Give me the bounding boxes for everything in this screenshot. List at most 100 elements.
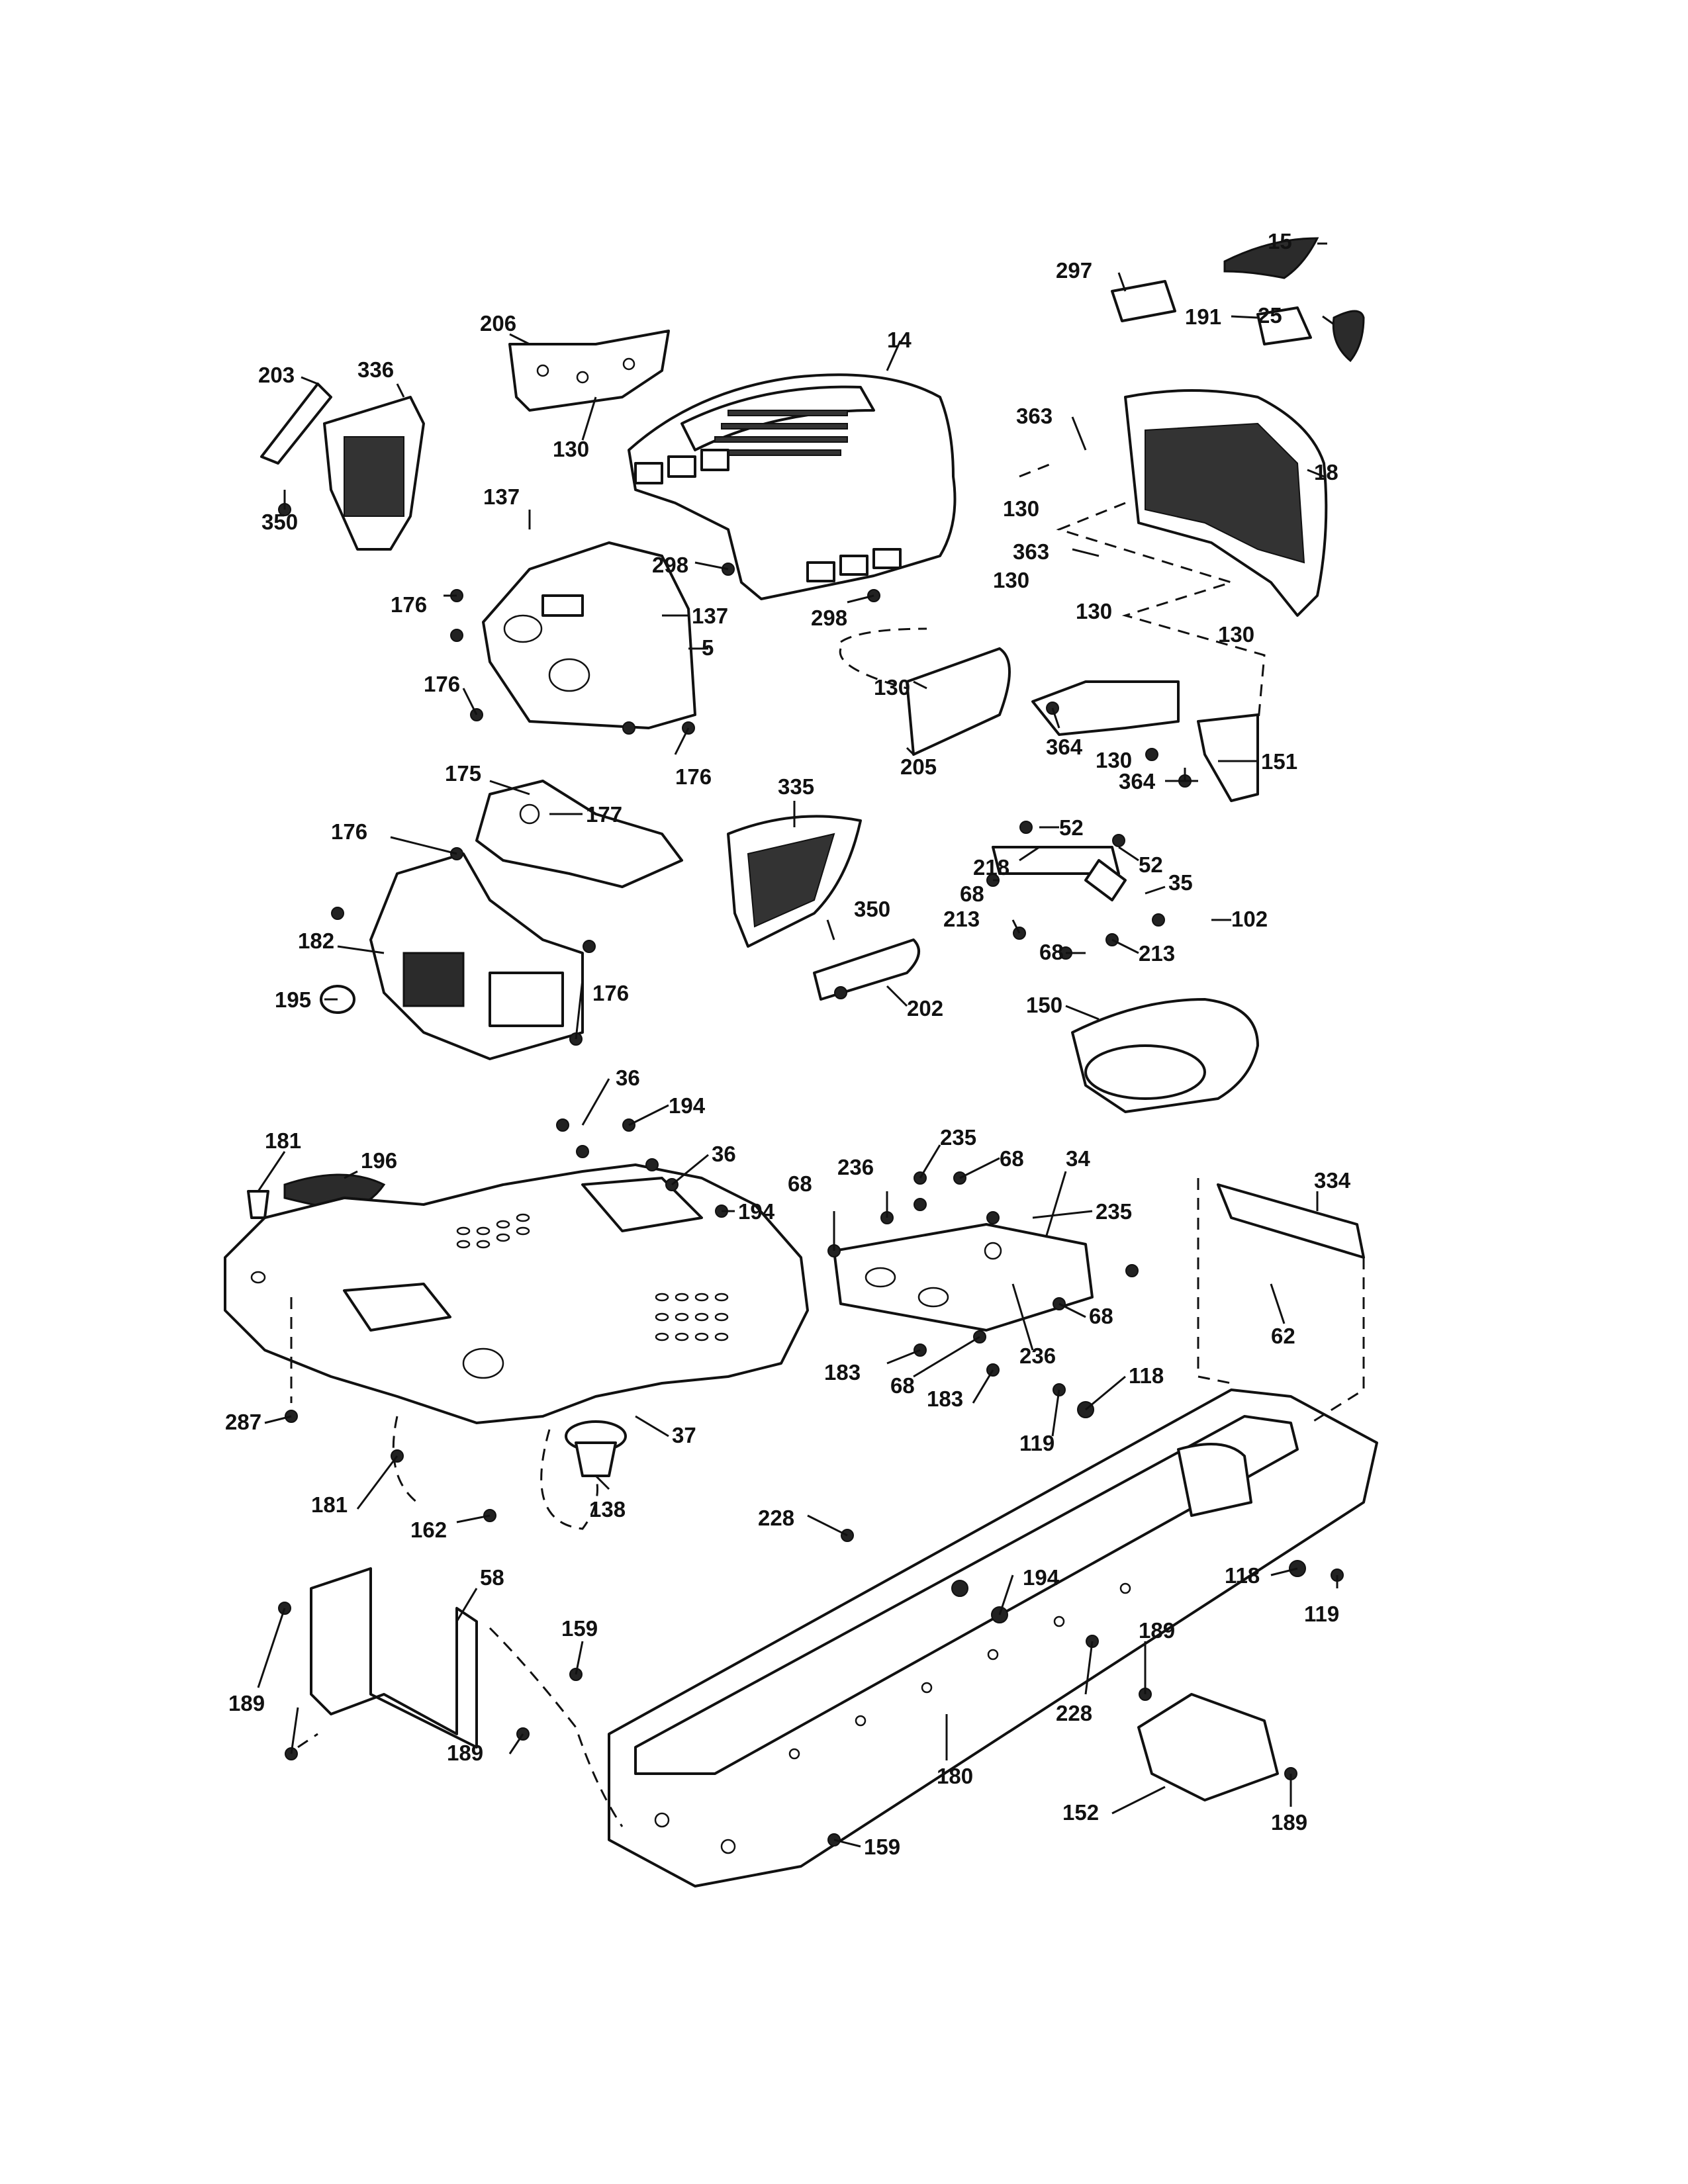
callout-119-lower: 119 xyxy=(1304,1602,1339,1626)
callout-5: 5 xyxy=(702,635,714,660)
callout-183-left: 183 xyxy=(824,1360,861,1385)
callout-176-dash-left: 176 xyxy=(391,592,427,617)
callout-118-lower: 118 xyxy=(1225,1563,1260,1588)
callout-194-frame: 194 xyxy=(1023,1565,1060,1590)
callout-25: 25 xyxy=(1258,303,1282,328)
callout-194-upper: 194 xyxy=(669,1093,706,1118)
callout-334: 334 xyxy=(1314,1168,1351,1193)
callout-159-lower: 159 xyxy=(864,1835,900,1859)
callout-298-right: 298 xyxy=(811,606,847,630)
callout-labels: 15 297 25 191 206 14 203 336 363 130 18 … xyxy=(225,229,1351,1859)
callout-130-grille-left: 130 xyxy=(1003,496,1039,521)
callout-176-dash-mid: 176 xyxy=(424,672,460,696)
callout-236-lower: 236 xyxy=(1019,1343,1056,1368)
callout-335: 335 xyxy=(778,774,814,799)
part-37-fender xyxy=(224,1163,809,1424)
part-175-bracket xyxy=(475,780,683,888)
callout-350-grille: 350 xyxy=(854,897,890,921)
callout-58: 58 xyxy=(480,1565,504,1590)
part-202 xyxy=(813,938,920,1001)
callout-189-left: 189 xyxy=(228,1691,265,1715)
callout-152: 152 xyxy=(1062,1800,1099,1825)
callout-130-bracket: 130 xyxy=(553,437,589,461)
part-5-dash xyxy=(482,541,696,729)
callout-189-bracket: 189 xyxy=(447,1741,483,1765)
callout-287: 287 xyxy=(225,1410,261,1434)
callout-298-left: 298 xyxy=(652,553,688,577)
callout-34: 34 xyxy=(1066,1146,1090,1171)
callout-191: 191 xyxy=(1185,304,1221,329)
callout-36-lower: 36 xyxy=(712,1142,736,1166)
part-152-shield xyxy=(1137,1693,1279,1801)
callout-159-upper: 159 xyxy=(561,1616,598,1641)
callout-102: 102 xyxy=(1231,907,1268,931)
callout-176-fascia-top: 176 xyxy=(331,819,367,844)
part-191 xyxy=(1256,306,1312,345)
callout-130-grille-bottom: 130 xyxy=(1076,599,1112,623)
callout-363-upper: 363 xyxy=(1016,404,1053,428)
leader-lines xyxy=(257,242,1338,1848)
callout-138: 138 xyxy=(589,1497,626,1522)
callout-18: 18 xyxy=(1314,460,1338,484)
callout-182: 182 xyxy=(298,929,334,953)
part-150-cover xyxy=(1071,998,1259,1113)
part-205 xyxy=(906,647,1011,756)
callout-218: 218 xyxy=(973,855,1009,880)
part-181-grommet xyxy=(247,1190,269,1219)
callout-180: 180 xyxy=(937,1764,973,1788)
part-203 xyxy=(260,383,332,465)
callout-181-bottom: 181 xyxy=(311,1492,348,1517)
part-206-bracket xyxy=(508,330,670,412)
part-138-boot xyxy=(565,1420,627,1477)
callout-68-plate-left: 68 xyxy=(788,1171,812,1196)
callout-119-upper: 119 xyxy=(1019,1431,1055,1455)
callout-196: 196 xyxy=(361,1148,397,1173)
callout-228-left: 228 xyxy=(758,1506,794,1530)
callout-62: 62 xyxy=(1271,1324,1295,1348)
callout-175: 175 xyxy=(445,761,481,786)
callout-236-upper: 236 xyxy=(837,1155,874,1179)
callout-37: 37 xyxy=(672,1423,696,1447)
callout-36-upper: 36 xyxy=(616,1066,640,1090)
callout-176-dash-bottom: 176 xyxy=(675,764,712,789)
callout-68-bar-left: 68 xyxy=(960,882,984,906)
callout-68-bar-bottom: 68 xyxy=(1039,940,1064,964)
callout-350-side: 350 xyxy=(261,510,298,534)
callout-183-right: 183 xyxy=(927,1387,963,1411)
part-336-side-panel xyxy=(323,396,425,551)
part-58-bracket xyxy=(310,1567,478,1749)
callout-130-grille-right: 130 xyxy=(1218,622,1254,647)
callout-68-plate-right: 68 xyxy=(1089,1304,1113,1328)
callout-137-right: 137 xyxy=(692,604,728,628)
part-182-fascia xyxy=(369,852,584,1060)
callout-213-right: 213 xyxy=(1139,941,1175,966)
callout-150: 150 xyxy=(1026,993,1062,1017)
callout-177: 177 xyxy=(586,802,622,827)
callout-162: 162 xyxy=(410,1518,447,1542)
callout-68-plate-bottom: 68 xyxy=(890,1373,915,1398)
part-14-hood xyxy=(628,373,957,600)
assembly-lines xyxy=(290,462,1365,1827)
part-34-plate xyxy=(833,1223,1094,1332)
callout-52-left: 52 xyxy=(1059,815,1084,840)
part-mount-bar xyxy=(992,846,1127,901)
callout-68-plate-top: 68 xyxy=(1000,1146,1024,1171)
callout-118-upper: 118 xyxy=(1129,1363,1164,1388)
callout-52-right: 52 xyxy=(1139,852,1163,877)
callout-195: 195 xyxy=(275,987,311,1012)
callout-228-right: 228 xyxy=(1056,1701,1092,1725)
part-18-grille xyxy=(1124,389,1328,617)
callout-205: 205 xyxy=(900,754,937,779)
callout-364-upper: 364 xyxy=(1046,735,1083,759)
callout-336: 336 xyxy=(357,357,394,382)
callout-151: 151 xyxy=(1261,749,1297,774)
callout-194-lower: 194 xyxy=(738,1199,775,1224)
callout-130-grille-mid: 130 xyxy=(993,568,1029,592)
callout-213-left: 213 xyxy=(943,907,980,931)
callout-130-bracket-right: 130 xyxy=(1096,748,1132,772)
callout-297: 297 xyxy=(1056,258,1092,283)
part-334-bracket xyxy=(1217,1183,1365,1259)
callout-206: 206 xyxy=(480,311,516,336)
part-297 xyxy=(1111,280,1176,322)
